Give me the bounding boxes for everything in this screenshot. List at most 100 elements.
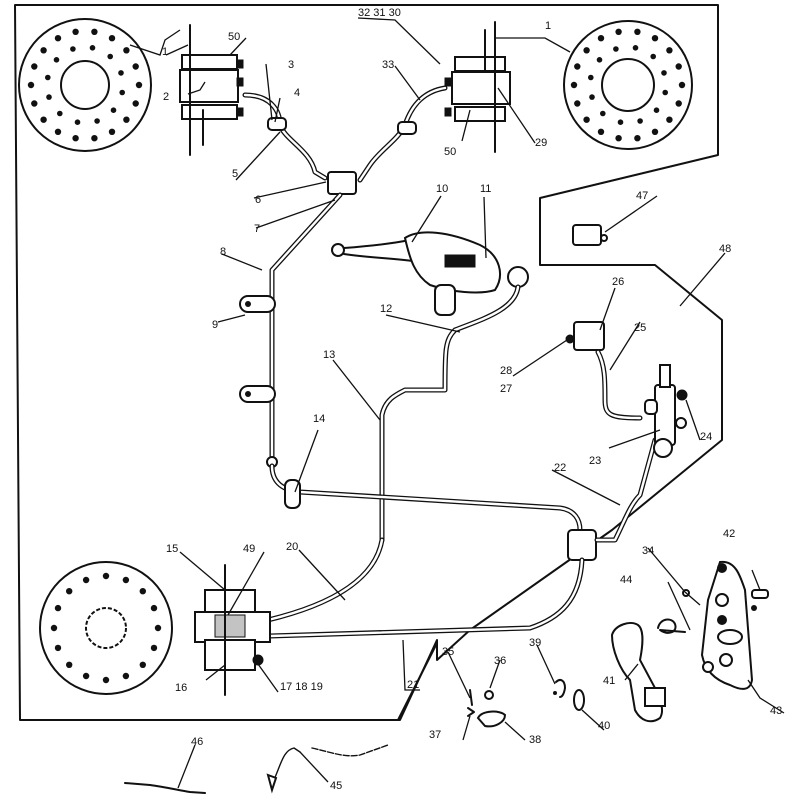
disc-vent-hole: [597, 128, 605, 135]
disc-vent-hole: [650, 53, 656, 60]
disc-vent-hole: [666, 47, 673, 54]
disc-vent-hole: [634, 28, 641, 35]
callout-44: 44: [620, 574, 632, 586]
front-hard-line: [239, 192, 343, 463]
bracket-plate-icon: [700, 560, 754, 690]
callout-5: 5: [232, 168, 238, 180]
disc-vent-hole: [72, 135, 79, 142]
disc-vent-hole: [600, 110, 606, 117]
disc-vent-hole: [53, 57, 60, 63]
callout-16: 16: [175, 682, 187, 694]
disc-vent-hole: [27, 81, 35, 89]
callout-12: 12: [380, 303, 392, 315]
cable-46-icon: [124, 782, 206, 794]
reservoir-icon: [565, 321, 643, 421]
rear-master-line: [594, 437, 658, 543]
callout-9: 9: [212, 319, 218, 331]
front-brake-hoses: [242, 85, 448, 183]
disc-vent-hole: [89, 45, 96, 51]
bolt-42-icon: [751, 589, 769, 611]
disc-vent-hole: [91, 28, 98, 35]
disc-vent-hole: [613, 46, 619, 52]
callout-4: 4: [294, 87, 300, 99]
disc-vent-hole: [589, 94, 595, 100]
small-parts-35-38: [467, 689, 507, 728]
callout-42: 42: [723, 528, 735, 540]
callout-39: 39: [529, 637, 541, 649]
callout-15: 15: [166, 543, 178, 555]
disc-vent-hole: [615, 135, 622, 142]
disc-vent-hole: [108, 35, 116, 42]
callout-34: 34: [642, 545, 654, 557]
master-cylinder-lever-icon: [331, 231, 529, 316]
callout-22: 22: [554, 462, 566, 474]
callout-37: 37: [429, 729, 441, 741]
callout-2: 2: [163, 91, 169, 103]
callout-25: 25: [634, 322, 646, 334]
disc-vent-hole: [46, 94, 52, 100]
disc-vent-hole: [66, 588, 73, 595]
disc-vent-hole: [110, 107, 117, 113]
callout-50-left: 50: [228, 31, 240, 43]
callout-26: 26: [612, 276, 624, 288]
disc-vent-hole: [675, 100, 682, 107]
disc-vent-hole: [574, 100, 581, 107]
leader-lines: [129, 17, 785, 789]
rear-caliper-icon: [194, 564, 271, 696]
crossover-line: [266, 456, 583, 533]
disc-vent-hole: [70, 46, 76, 52]
disc-vent-hole: [135, 81, 143, 89]
callout-40: 40: [598, 720, 610, 732]
disc-vent-hole: [40, 116, 47, 123]
callout-41: 41: [603, 675, 615, 687]
disc-vent-hole: [583, 116, 590, 123]
callout-45: 45: [330, 780, 342, 792]
disc-vent-hole: [675, 63, 682, 70]
disc-vent-hole: [72, 28, 79, 35]
disc-vent-hole: [122, 672, 130, 680]
disc-vent-hole: [678, 81, 686, 89]
callout-50-right: 50: [444, 146, 456, 158]
callout-13: 13: [323, 349, 335, 361]
callout-1-left: 1: [162, 46, 168, 58]
disc-vent-hole: [139, 661, 146, 668]
rear-master-cylinder-icon: [644, 364, 688, 458]
clip-39-icon: [553, 679, 566, 698]
notch-line: [397, 642, 438, 721]
front-left-brake-disc-icon: [18, 18, 152, 152]
disc-vent-hole: [54, 128, 62, 135]
callout-28: 28: [500, 365, 512, 377]
disc-vent-hole: [118, 70, 124, 76]
callout-43: 43: [770, 705, 782, 717]
callout-38: 38: [529, 734, 541, 746]
disc-vent-hole: [54, 604, 62, 612]
callout-3: 3: [288, 59, 294, 71]
junction-block-icon: [327, 171, 357, 195]
disc-vent-hole: [31, 63, 38, 70]
disc-vent-hole: [662, 89, 668, 96]
disc-vent-hole: [122, 576, 130, 584]
disc-vent-hole: [634, 135, 641, 142]
rear-junction-block-icon: [567, 529, 597, 561]
disc-vent-hole: [651, 128, 659, 135]
disc-vent-hole: [596, 57, 603, 63]
brake-switch-icon: [572, 224, 608, 246]
disc-vent-hole: [31, 100, 38, 107]
callout-47: 47: [636, 190, 648, 202]
disc-vent-hole: [154, 624, 162, 632]
callout-35: 35: [442, 646, 454, 658]
callout-23: 23: [589, 455, 601, 467]
disc-vent-hole: [150, 644, 158, 652]
callout-21: 21: [407, 679, 419, 691]
callout-6: 6: [255, 194, 261, 206]
disc-vent-hole: [54, 644, 62, 652]
callout-10: 10: [436, 183, 448, 195]
disc-vent-hole: [570, 81, 578, 89]
callout-36: 36: [494, 655, 506, 667]
disc-vent-hole: [574, 63, 581, 70]
disc-vent-hole: [66, 661, 73, 668]
front-right-caliper-icon: [444, 21, 511, 153]
callout-32-31-30: 32 31 30: [358, 7, 401, 19]
callout-7: 7: [254, 223, 260, 235]
